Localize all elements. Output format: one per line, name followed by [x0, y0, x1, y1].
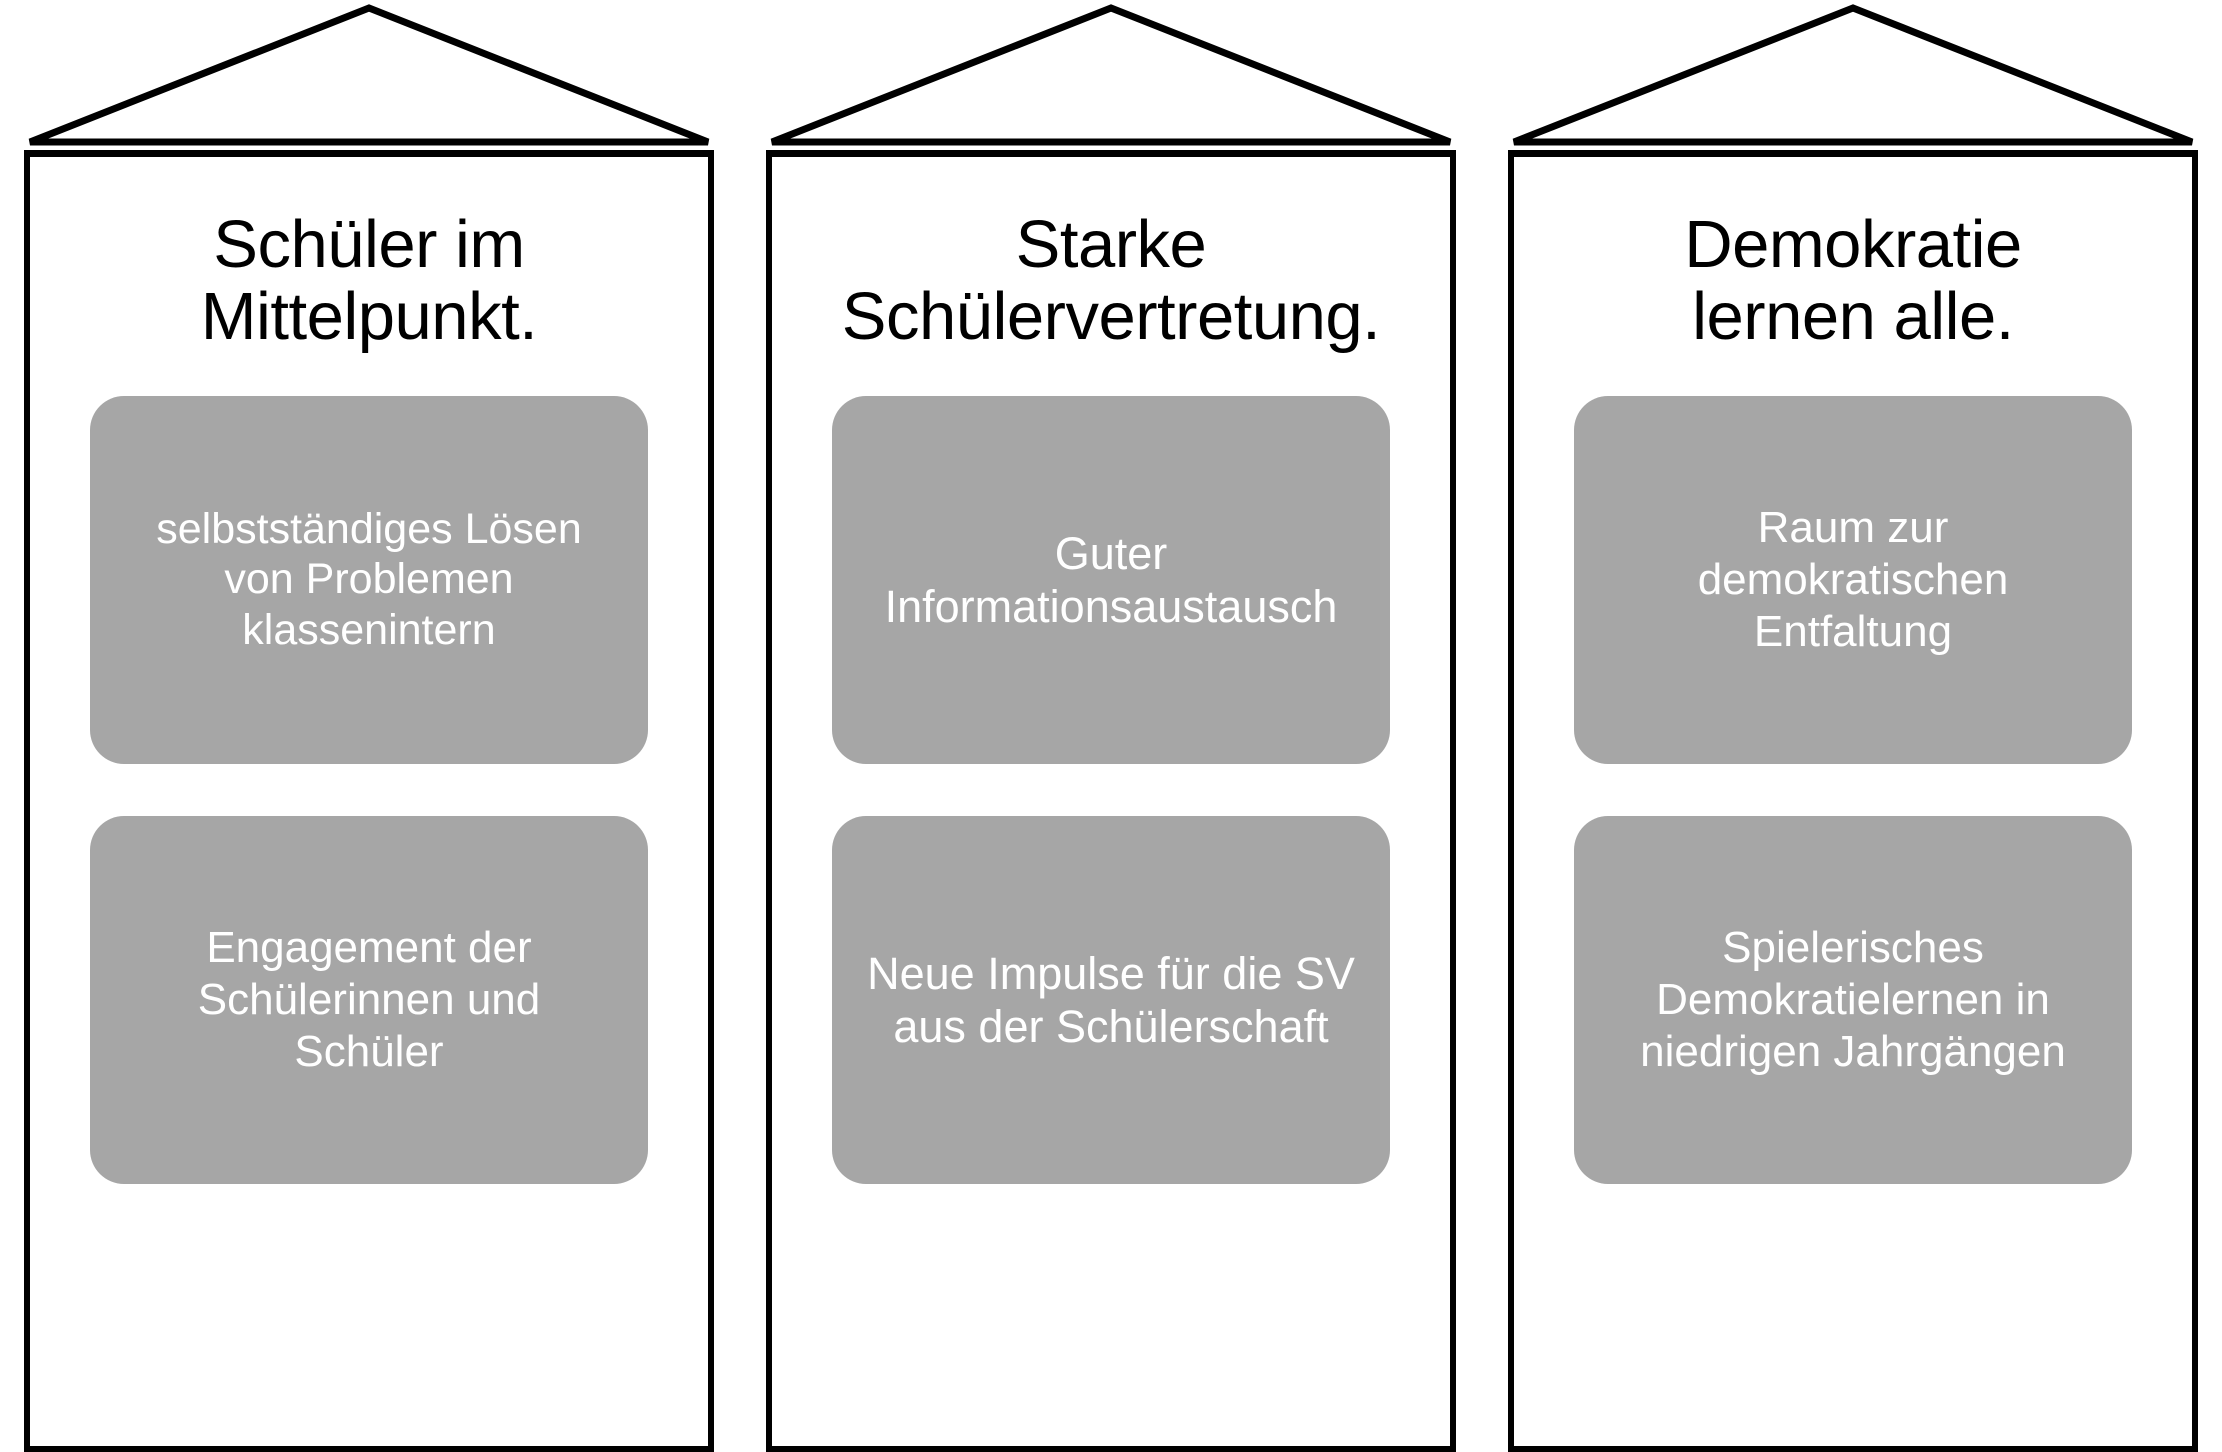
pillar-starke-schuelervertretung: Starke Schülervertretung. Guter Informat…	[766, 0, 1456, 1452]
pillar-card[interactable]: Raum zur demokratischen Entfaltung	[1574, 395, 2132, 764]
pillar-body: Schüler im Mittelpunkt. selbstständiges …	[24, 150, 714, 1452]
pillar-card-label: Spielerisches Demokratielernen in niedri…	[1640, 922, 2066, 1076]
roof-triangle-icon	[1508, 0, 2198, 150]
pillar-card[interactable]: Engagement der Schülerinnen und Schüler	[90, 815, 648, 1184]
roof-triangle-icon	[24, 0, 714, 150]
pillar-title: Schüler im Mittelpunkt.	[200, 207, 538, 355]
pillar-card-label: Guter Informationsaustausch	[884, 527, 1338, 632]
pillar-card-label: selbstständiges Lösen von Problemen klas…	[156, 504, 582, 655]
pillar-schueler-im-mittelpunkt: Schüler im Mittelpunkt. selbstständiges …	[24, 0, 714, 1452]
pillar-card[interactable]: Neue Impulse für die SV aus der Schülers…	[832, 815, 1390, 1184]
pillar-card[interactable]: Spielerisches Demokratielernen in niedri…	[1574, 815, 2132, 1184]
pillar-card[interactable]: selbstständiges Lösen von Problemen klas…	[90, 395, 648, 764]
pillar-card-label: Raum zur demokratischen Entfaltung	[1697, 502, 2009, 656]
pillar-card-list: Raum zur demokratischen Entfaltung Spiel…	[1528, 395, 2178, 1184]
pillar-card-list: selbstständiges Lösen von Problemen klas…	[44, 395, 694, 1184]
roof-triangle-icon	[766, 0, 1456, 150]
pillar-card-list: Guter Informationsaustausch Neue Impulse…	[786, 395, 1436, 1184]
pillar-demokratie-lernen-alle: Demokratie lernen alle. Raum zur demokra…	[1508, 0, 2198, 1452]
pillar-card-label: Neue Impulse für die SV aus der Schülers…	[867, 947, 1355, 1052]
pillar-body: Starke Schülervertretung. Guter Informat…	[766, 150, 1456, 1452]
pillar-title: Starke Schülervertretung.	[841, 207, 1381, 355]
pillar-card[interactable]: Guter Informationsaustausch	[832, 395, 1390, 764]
pillar-card-label: Engagement der Schülerinnen und Schüler	[197, 922, 541, 1076]
pillar-title: Demokratie lernen alle.	[1684, 207, 2022, 355]
pillar-body: Demokratie lernen alle. Raum zur demokra…	[1508, 150, 2198, 1452]
